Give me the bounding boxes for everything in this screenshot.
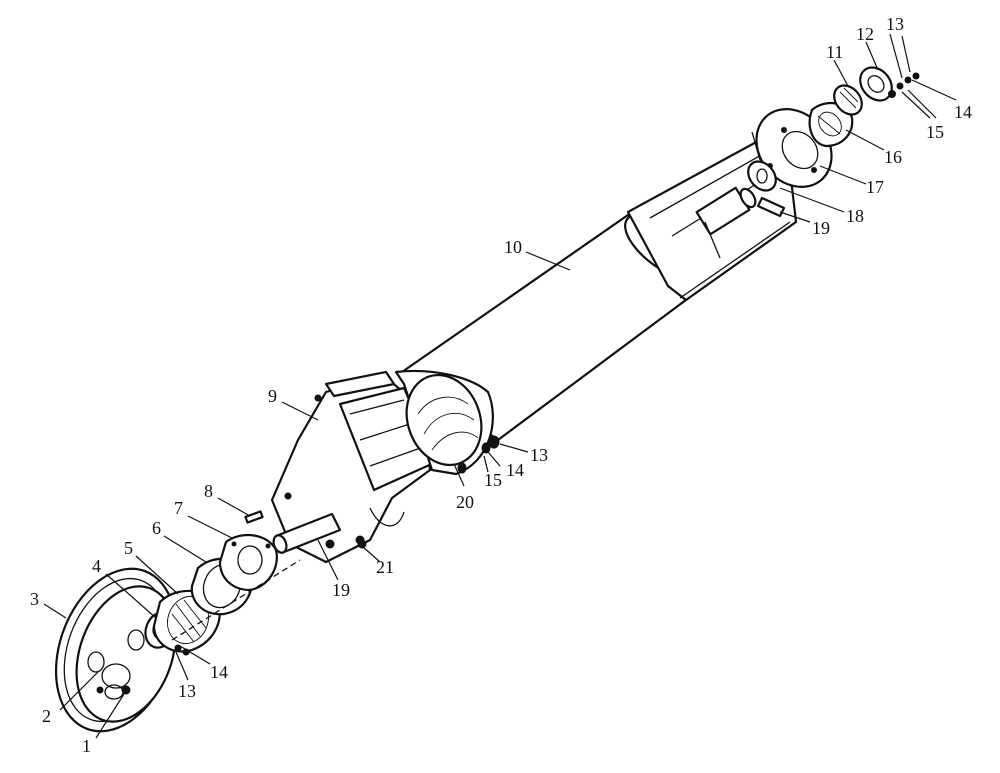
bearing-part-11	[833, 84, 863, 116]
callout-13-rear: 13	[886, 14, 904, 34]
callout-labels: 1 2 3 4 5 6 7 8 9 10 11 12 13 13 13 14 1…	[30, 14, 972, 756]
bolt-part-19	[756, 196, 786, 218]
callout-21: 21	[376, 557, 394, 577]
callout-4: 4	[92, 556, 101, 576]
callout-17: 17	[866, 177, 884, 197]
callout-15-rear: 15	[926, 122, 944, 142]
callout-20: 20	[456, 492, 474, 512]
cap-part-12	[859, 66, 893, 102]
callout-9: 9	[268, 386, 277, 406]
callout-14-mid: 14	[506, 460, 524, 480]
callout-15-mid: 15	[484, 470, 502, 490]
callout-13-front: 13	[178, 681, 196, 701]
callout-14-front: 14	[210, 662, 228, 682]
callout-1: 1	[82, 736, 91, 756]
callout-10: 10	[504, 237, 522, 257]
callout-7: 7	[174, 498, 183, 518]
callout-19-front: 19	[332, 580, 350, 600]
shaft-axis-line	[171, 559, 301, 641]
callout-3: 3	[30, 589, 39, 609]
fasteners-rear	[888, 72, 920, 98]
leader-lines	[43, 33, 957, 739]
callout-18: 18	[846, 206, 864, 226]
key-part-8	[244, 510, 264, 524]
callout-14-rear: 14	[954, 102, 972, 122]
callout-5: 5	[124, 538, 133, 558]
seal-part-18	[747, 160, 777, 192]
cover-part-7	[218, 534, 278, 592]
callout-11: 11	[826, 42, 843, 62]
gear-housing-part-9	[270, 369, 500, 564]
fasteners-21	[355, 535, 365, 545]
callout-8: 8	[204, 481, 213, 501]
callout-19-rear: 19	[812, 218, 830, 238]
callout-13-mid: 13	[530, 445, 548, 465]
callout-16: 16	[884, 147, 902, 167]
callout-12: 12	[856, 24, 874, 44]
callout-2: 2	[42, 706, 51, 726]
callout-6: 6	[152, 518, 161, 538]
